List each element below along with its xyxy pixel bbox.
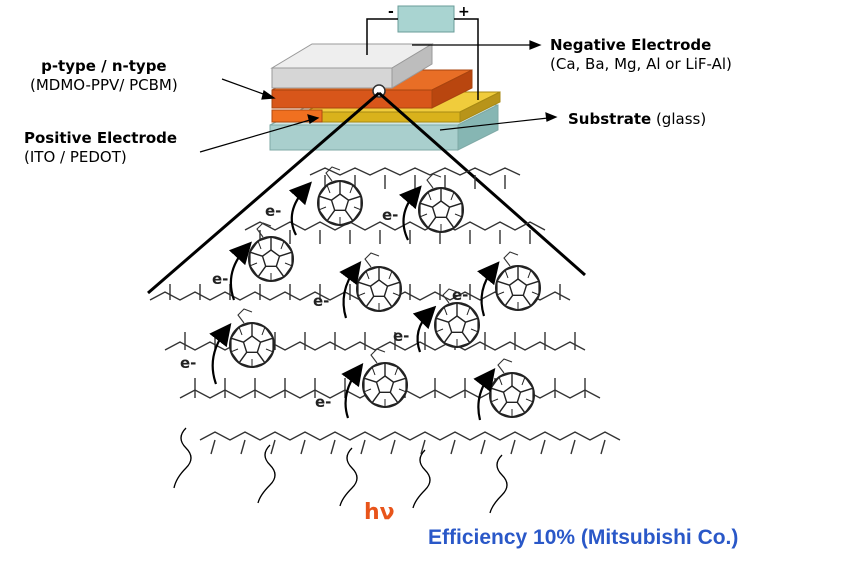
layer-label: p-type / n-type (MDMO-PPV/ PCBM) bbox=[30, 57, 178, 95]
negative-electrode-label: Negative Electrode (Ca, Ba, Mg, Al or Li… bbox=[550, 36, 732, 74]
efficiency-caption: Efficiency 10% (Mitsubishi Co.) bbox=[428, 526, 739, 549]
electron-label: e- bbox=[180, 354, 197, 372]
fullerene bbox=[418, 173, 464, 233]
layer-title: p-type / n-type bbox=[41, 57, 167, 75]
battery-plus: + bbox=[458, 4, 470, 20]
electron-arrows bbox=[209, 181, 500, 421]
battery-box bbox=[397, 5, 455, 33]
positive-electrode-label: Positive Electrode (ITO / PEDOT) bbox=[24, 129, 177, 167]
fullerene bbox=[248, 222, 294, 282]
battery-minus: - bbox=[388, 4, 394, 20]
light-waves bbox=[173, 427, 508, 514]
electron-label: e- bbox=[313, 292, 330, 310]
battery-circuit: - + bbox=[366, 4, 479, 100]
zoom-cone bbox=[147, 91, 586, 295]
fullerene bbox=[229, 308, 275, 368]
substrate-title: Substrate bbox=[568, 110, 652, 128]
light-wave bbox=[257, 444, 276, 504]
device-stack bbox=[269, 43, 501, 151]
negative-electrode-title: Negative Electrode bbox=[550, 36, 712, 54]
wire-negative bbox=[366, 18, 398, 55]
light-wave bbox=[173, 427, 192, 489]
fullerene bbox=[362, 348, 408, 408]
electron-label: e- bbox=[393, 327, 410, 345]
wire-positive bbox=[454, 18, 479, 100]
negative-electrode bbox=[270, 43, 434, 89]
positive-electrode-subtitle: (ITO / PEDOT bbox=[24, 148, 121, 166]
light-wave bbox=[339, 447, 358, 507]
light-wave bbox=[489, 454, 508, 514]
light-wave bbox=[412, 449, 431, 509]
electron-label: e- bbox=[212, 270, 229, 288]
light-label: hν bbox=[364, 500, 395, 525]
substrate-label: Substrate (glass) bbox=[568, 110, 706, 129]
callout-arrows bbox=[199, 40, 558, 153]
electron-label: e- bbox=[452, 286, 469, 304]
electron-label: e- bbox=[315, 393, 332, 411]
substrate-subtitle: (glass) bbox=[651, 110, 707, 128]
electron-label: e- bbox=[382, 206, 399, 224]
negative-electrode-subtitle: (Ca, Ba, Mg, Al or LiF-Al) bbox=[550, 55, 732, 73]
positive-electrode-title: Positive Electrode bbox=[24, 129, 178, 147]
electron-label: e- bbox=[265, 202, 282, 220]
fullerene bbox=[495, 251, 541, 311]
fullerene bbox=[356, 252, 402, 312]
layer-subtitle: (MDMO-PPV/ PCBM) bbox=[30, 76, 178, 94]
positive-electrode-subtitle-close: ) bbox=[120, 148, 127, 166]
fullerene bbox=[489, 358, 535, 418]
